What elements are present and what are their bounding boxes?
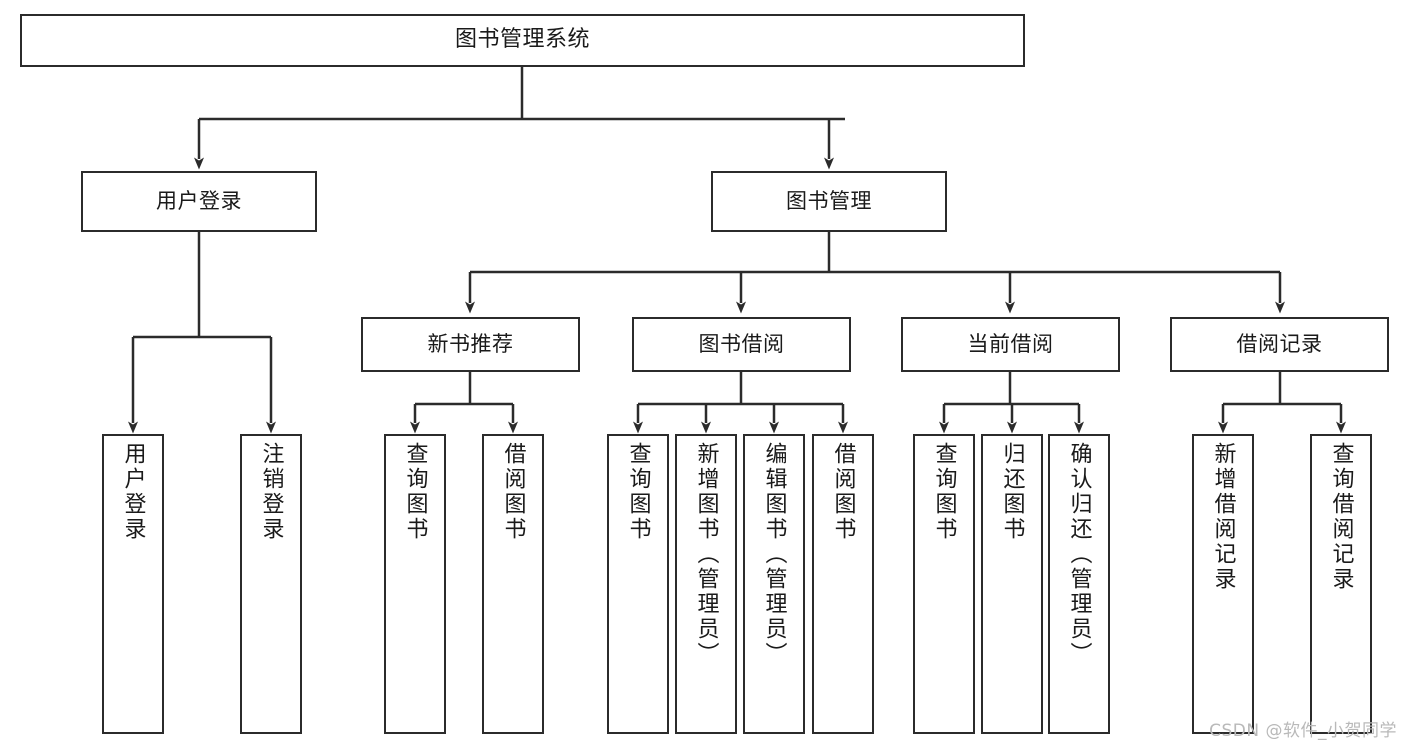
leaf-query-borrow-record[interactable]: 查询借阅记录 (1310, 434, 1372, 734)
leaf-query-book-current-label: 查询图书 (931, 442, 957, 542)
leaf-logout-label: 注销登录 (258, 442, 284, 542)
leaf-return-book-label: 归还图书 (999, 442, 1025, 542)
leaf-user-login-label: 用户登录 (120, 442, 146, 542)
node-book-management[interactable]: 图书管理 (711, 171, 947, 232)
leaf-borrow-book-borrow-label: 借阅图书 (830, 442, 856, 542)
leaf-logout[interactable]: 注销登录 (240, 434, 302, 734)
leaf-edit-book-admin-label: 编辑图书（管理员） (761, 442, 787, 667)
node-book-borrow[interactable]: 图书借阅 (632, 317, 851, 372)
leaf-add-book-admin-label: 新增图书（管理员） (693, 442, 719, 667)
node-book-borrow-label: 图书借阅 (698, 331, 785, 356)
leaf-query-book-borrow[interactable]: 查询图书 (607, 434, 669, 734)
leaf-user-login[interactable]: 用户登录 (102, 434, 164, 734)
leaf-query-borrow-record-label: 查询借阅记录 (1328, 442, 1354, 592)
node-current-borrow-label: 当前借阅 (967, 331, 1054, 356)
node-root-label: 图书管理系统 (454, 27, 590, 53)
leaf-add-borrow-record-label: 新增借阅记录 (1210, 442, 1236, 592)
leaf-query-book-current[interactable]: 查询图书 (913, 434, 975, 734)
leaf-return-book[interactable]: 归还图书 (981, 434, 1043, 734)
node-new-book-recommend-label: 新书推荐 (427, 331, 514, 356)
leaf-query-book-newbook-label: 查询图书 (402, 442, 428, 542)
node-borrow-records[interactable]: 借阅记录 (1170, 317, 1389, 372)
node-borrow-records-label: 借阅记录 (1236, 331, 1323, 356)
node-book-management-label: 图书管理 (786, 188, 872, 213)
leaf-confirm-return-admin-label: 确认归还（管理员） (1066, 442, 1092, 667)
leaf-edit-book-admin[interactable]: 编辑图书（管理员） (743, 434, 805, 734)
leaf-add-borrow-record[interactable]: 新增借阅记录 (1192, 434, 1254, 734)
node-user-login-label: 用户登录 (156, 188, 242, 213)
leaf-query-book-newbook[interactable]: 查询图书 (384, 434, 446, 734)
watermark-text: CSDN @软件_小贺同学 (1209, 721, 1397, 741)
leaf-borrow-book-borrow[interactable]: 借阅图书 (812, 434, 874, 734)
leaf-add-book-admin[interactable]: 新增图书（管理员） (675, 434, 737, 734)
leaf-confirm-return-admin[interactable]: 确认归还（管理员） (1048, 434, 1110, 734)
leaf-borrow-book-newbook[interactable]: 借阅图书 (482, 434, 544, 734)
node-new-book-recommend[interactable]: 新书推荐 (361, 317, 580, 372)
node-user-login[interactable]: 用户登录 (81, 171, 317, 232)
node-current-borrow[interactable]: 当前借阅 (901, 317, 1120, 372)
node-root[interactable]: 图书管理系统 (20, 14, 1025, 67)
leaf-borrow-book-newbook-label: 借阅图书 (500, 442, 526, 542)
leaf-query-book-borrow-label: 查询图书 (625, 442, 651, 542)
